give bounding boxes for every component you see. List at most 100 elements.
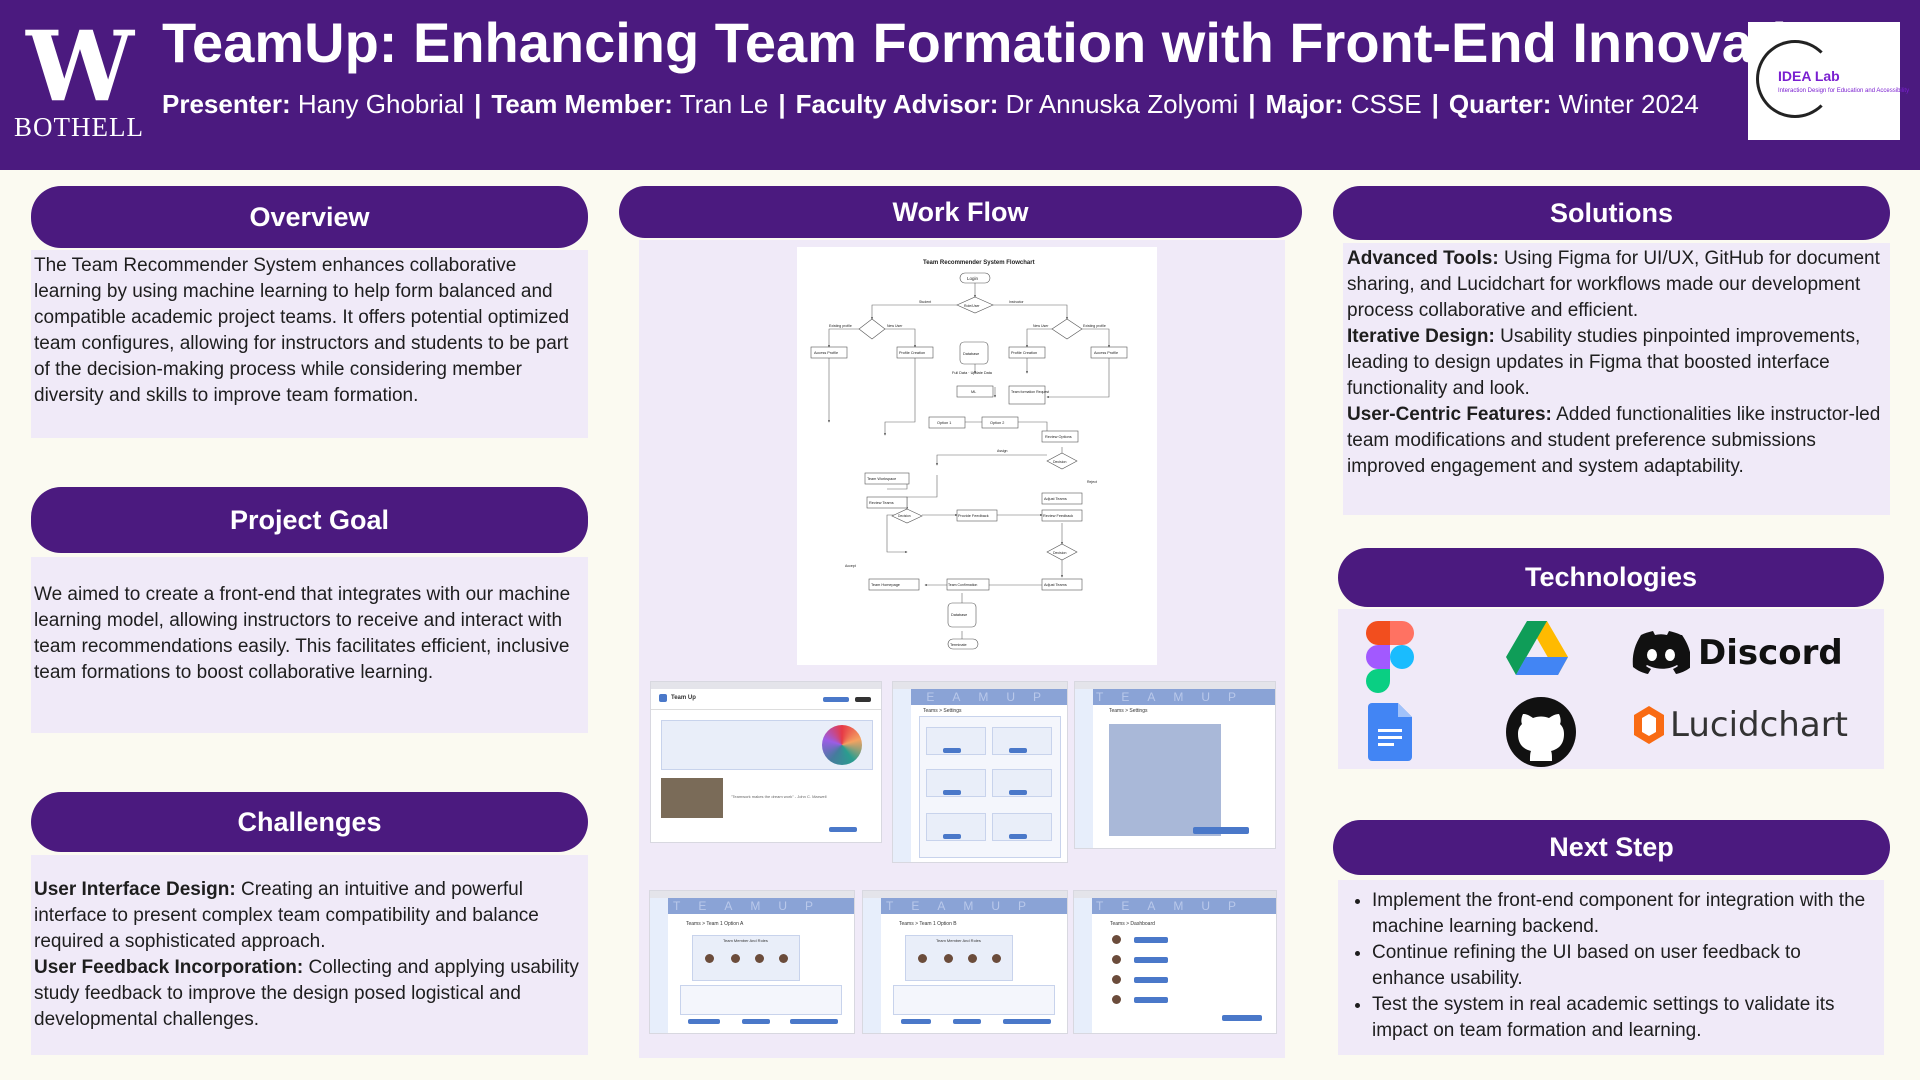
flow-node-provide-feedback: Provide Feedback <box>958 514 989 518</box>
challenge-text: Creating an intuitive and powerful inter… <box>34 879 539 952</box>
flow-node-profile-creation-2: Profile Creation <box>1011 351 1037 355</box>
screen-breadcrumb: Teams > Team 1 Option B <box>899 921 957 927</box>
technologies-panel: Discord Lucidchart <box>1338 609 1884 769</box>
solution-label: Iterative Design: <box>1347 326 1495 347</box>
next-step-item: Test the system in real academic setting… <box>1372 992 1878 1044</box>
flow-label-student: Student <box>919 300 931 304</box>
challenge-label: User Interface Design: <box>34 879 236 900</box>
team-card <box>992 727 1052 755</box>
flow-node-database-2: Database <box>951 613 967 617</box>
challenges-panel: User Interface Design: Creating an intui… <box>31 855 588 1055</box>
browser-bar <box>1075 682 1275 689</box>
nav-button <box>855 697 871 702</box>
flow-node-ml: ML <box>971 390 976 394</box>
overview-text: The Team Recommender System enhances col… <box>34 255 570 406</box>
send-message-button <box>1134 977 1168 983</box>
screen-sidebar <box>863 898 881 1033</box>
solution-item: User-Centric Features: Added functionali… <box>1347 402 1886 480</box>
separator: | <box>1431 89 1439 119</box>
flow-label-assign: Assign <box>997 449 1008 453</box>
credits-line: Presenter: Hany Ghobrial|Team Member: Tr… <box>162 86 1742 122</box>
challenge-label: User Feedback Incorporation: <box>34 957 304 978</box>
team-card <box>926 727 986 755</box>
flow-label-new-2: New User <box>1033 324 1049 328</box>
member-avatar <box>944 954 953 963</box>
send-message-button <box>1134 937 1168 943</box>
flow-label-accept: Accept <box>845 564 856 568</box>
lucidchart-logo: Lucidchart <box>1634 705 1848 745</box>
major-value: CSSE <box>1350 89 1422 119</box>
separator: | <box>1248 89 1256 119</box>
google-docs-icon <box>1368 703 1412 766</box>
flow-node-team-workspace: Team Workspace <box>867 477 896 481</box>
nav-button <box>823 697 849 702</box>
challenge-text: Collecting and applying usability study … <box>34 957 579 1030</box>
flow-node-adjust-teams: Adjust Teams <box>1044 497 1067 501</box>
project-goal-text: We aimed to create a front-end that inte… <box>34 584 571 683</box>
flow-label-existing: Existing profile <box>829 324 852 328</box>
team-card <box>926 813 986 841</box>
brand-name: Team Up <box>671 695 696 701</box>
member-avatar <box>1112 955 1121 964</box>
solutions-panel: Advanced Tools: Using Figma for UI/UX, G… <box>1343 243 1890 515</box>
flow-node-database: Database <box>963 352 979 356</box>
advisor-name: Dr Annuska Zolyomi <box>1005 89 1239 119</box>
accept-team-button <box>901 1019 931 1024</box>
screen-banner: TEAMUP <box>893 689 1067 705</box>
adjust-team-button <box>953 1019 981 1024</box>
team-homepage-button <box>1222 1015 1262 1021</box>
members-title: Team Member And Roles <box>723 938 768 943</box>
solution-label: User-Centric Features: <box>1347 404 1552 425</box>
flow-label-full-data: Full Data · Update Data <box>952 371 993 375</box>
overview-panel: The Team Recommender System enhances col… <box>31 250 588 438</box>
discord-icon <box>1632 631 1690 674</box>
send-message-button <box>1134 957 1168 963</box>
flow-node-adjust-teams-2: Adjust Teams <box>1044 583 1067 587</box>
member-avatar <box>1112 995 1121 1004</box>
browser-bar <box>863 891 1067 898</box>
members-card: Team Member And Roles <box>905 935 1013 981</box>
flow-node-review-feedback: Review Feedback <box>1043 514 1073 518</box>
screen-breadcrumb: Teams > Settings <box>1109 708 1148 714</box>
screen-banner: TEAMUP <box>1075 689 1275 705</box>
flow-label-existing-2: Existing profile <box>1083 324 1106 328</box>
github-icon <box>1506 697 1576 772</box>
team-card <box>992 813 1052 841</box>
solutions-heading: Solutions <box>1333 186 1890 240</box>
request-team-formation-button <box>1193 827 1249 834</box>
flow-label-instructor: Instructor <box>1009 300 1024 304</box>
presenter-name: Hany Ghobrial <box>297 89 465 119</box>
solution-text: Added functionalities like instructor-le… <box>1347 404 1881 477</box>
project-goal-panel: We aimed to create a front-end that inte… <box>31 557 588 733</box>
screen-breadcrumb: Teams > Settings <box>923 708 962 714</box>
screen-sidebar <box>893 689 911 862</box>
screen-home: Team Up "Teamwork makes the dream work" … <box>650 681 882 843</box>
workflow-heading: Work Flow <box>619 186 1302 238</box>
challenge-item: User Interface Design: Creating an intui… <box>34 877 585 955</box>
flow-label-reject: Reject <box>1087 480 1097 484</box>
quarter-label: Quarter: <box>1448 89 1552 119</box>
learn-more-button <box>829 827 857 832</box>
idea-lab-logo: IDEA Lab Interaction Design for Educatio… <box>1748 22 1909 140</box>
member-label: Team Member: <box>491 89 673 119</box>
member-avatar <box>731 954 740 963</box>
idea-lab-name: IDEA Lab <box>1778 68 1840 84</box>
screen-dashboard: TEAMUP Teams > Dashboard <box>1073 890 1277 1034</box>
send-message-button <box>1134 997 1168 1003</box>
settings-form <box>1109 724 1221 836</box>
next-step-panel: Implement the front-end component for in… <box>1338 880 1884 1055</box>
uw-bothell-logo: W BOTHELL <box>14 19 144 144</box>
flow-label-new: New User <box>887 324 903 328</box>
team-card-button <box>1009 790 1027 795</box>
discord-label: Discord <box>1698 633 1843 673</box>
teams-grid <box>919 716 1061 858</box>
flow-node-login: Login <box>967 276 979 281</box>
screen-sidebar <box>1074 898 1092 1033</box>
next-step-item: Implement the front-end component for in… <box>1372 888 1878 940</box>
flow-node-access-profile: Access Profile <box>814 351 838 355</box>
lucidchart-label: Lucidchart <box>1670 705 1849 745</box>
overview-heading: Overview <box>31 186 588 248</box>
uw-logo-word: BOTHELL <box>14 112 144 142</box>
team-hands-photo <box>661 778 723 818</box>
home-quote: "Teamwork makes the dream work" - John C… <box>731 794 827 799</box>
